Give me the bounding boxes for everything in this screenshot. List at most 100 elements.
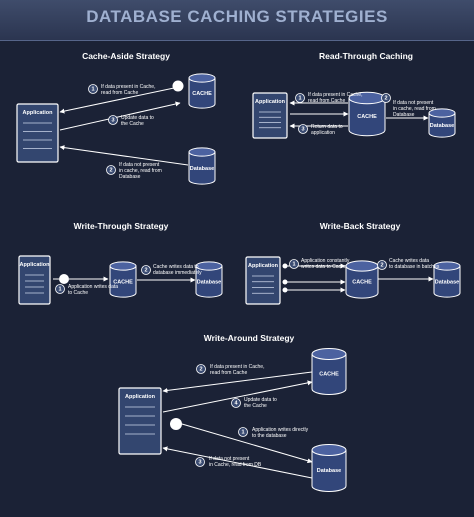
cache-aside-arrow-read-cache <box>59 87 175 114</box>
cache-aside-step-1-text: read from Cache <box>101 90 138 96</box>
write-through-step-2-text: Cache writes data to <box>153 264 199 270</box>
step-badge-circle <box>377 260 387 270</box>
read-through-step-3-text: application <box>311 130 335 136</box>
step-badge-circle <box>106 165 116 175</box>
cylinder-top <box>311 348 347 360</box>
cylinder-top <box>195 261 223 271</box>
cylinder-label: CACHE <box>192 91 212 97</box>
cache-aside-step-2-text: in cache, read from <box>119 168 162 174</box>
write-back-step-2: 2 <box>377 260 387 270</box>
write-around-step-4-text: the Cache <box>244 403 267 409</box>
step-badge-circle <box>295 93 305 103</box>
step-badge-number: 4 <box>234 400 238 406</box>
read-through-step-3: 3 <box>298 124 308 134</box>
application-box <box>252 92 288 139</box>
read-through-step-1-text: read from Cache <box>308 98 345 104</box>
write-around-step-2-text: read from Cache <box>210 370 247 376</box>
write-around-arrow-update <box>162 380 313 413</box>
write-around-step-4-text: Update data to <box>244 397 277 403</box>
write-back-step-2-text: to database in batches <box>389 264 440 270</box>
cylinder-top <box>311 444 347 456</box>
write-around-step-2-text: If data present in Cache, <box>210 364 264 370</box>
step-badge-number: 3 <box>198 459 201 465</box>
cylinder-body <box>188 151 216 185</box>
read-through-step-2-text: in cache, read from <box>393 106 436 112</box>
write-around-application: Application <box>118 387 162 455</box>
write-around-arrow-read-db <box>162 446 313 479</box>
cache-aside-cache: CACHE <box>188 73 216 109</box>
cylinder-top <box>433 261 461 271</box>
write-around-step-4: 4 <box>231 398 241 408</box>
cylinder-body <box>311 449 347 492</box>
banner: DATABASE CACHING STRATEGIES <box>0 0 474 41</box>
write-around-arrow-write-db <box>181 423 313 464</box>
application-box <box>18 255 51 305</box>
read-through-cache: CACHE <box>348 91 386 137</box>
write-around-step-3-text: in Cache, read from DB <box>209 462 262 468</box>
write-back-step-1-text: Application constantly <box>301 258 350 264</box>
read-through-application: Application <box>252 92 288 139</box>
application-box <box>118 387 162 455</box>
step-badge-number: 2 <box>199 366 202 372</box>
cylinder-label: CACHE <box>319 372 339 378</box>
cylinder-body <box>311 353 347 395</box>
write-around-step-2: 2 <box>196 364 206 374</box>
cylinder-body <box>345 265 379 299</box>
write-around-cache: CACHE <box>311 348 347 395</box>
cylinder-top <box>188 147 216 157</box>
read-through-step-2-text: Database <box>393 112 415 118</box>
step-badge-number: 3 <box>111 117 114 123</box>
cylinder-body <box>433 265 461 298</box>
step-badge-circle <box>231 398 241 408</box>
application-box <box>245 256 281 305</box>
step-badge-number: 2 <box>384 95 387 101</box>
cylinder-body <box>109 265 137 298</box>
write-through-step-2: 2 <box>141 265 151 275</box>
cylinder-label: Database <box>435 280 459 286</box>
cache-aside-connector <box>172 80 184 92</box>
write-around-arrow-read-cache <box>162 371 313 393</box>
write-around-step-1: 1 <box>238 427 248 437</box>
write-through-title: Write-Through Strategy <box>74 221 169 231</box>
write-around-connector <box>170 418 182 430</box>
step-badge-circle <box>196 364 206 374</box>
step-badge-circle <box>88 84 98 94</box>
read-through-step-2: 2 <box>381 93 391 103</box>
step-badge-circle <box>289 259 299 269</box>
write-back-connector-1 <box>282 263 288 269</box>
step-badge-number: 1 <box>241 429 244 435</box>
cache-aside-arrow-read-db <box>59 145 189 166</box>
step-badge-number: 1 <box>58 286 61 292</box>
write-around-step-3: 3 <box>195 457 205 467</box>
cylinder-body <box>188 77 216 109</box>
step-badge-number: 2 <box>109 167 112 173</box>
application-label: Application <box>125 394 156 400</box>
cylinder-top <box>109 261 137 271</box>
application-label: Application <box>20 262 51 268</box>
step-badge-circle <box>238 427 248 437</box>
step-badge-number: 1 <box>91 86 94 92</box>
step-badge-circle <box>108 115 118 125</box>
cache-aside-arrow-update <box>59 101 181 131</box>
application-box <box>16 103 59 163</box>
cache-aside-step-3-text: the Cache <box>121 121 144 127</box>
write-through-step-1-text: Application writes data <box>68 284 118 290</box>
cache-aside-database: Database <box>188 147 216 185</box>
step-badge-circle <box>298 124 308 134</box>
cache-aside-step-2: 2 <box>106 165 116 175</box>
step-badge-circle <box>195 457 205 467</box>
write-back-step-1: 1 <box>289 259 299 269</box>
cylinder-top <box>428 108 456 118</box>
cylinder-label: Database <box>190 166 214 172</box>
application-label: Application <box>23 110 54 116</box>
write-back-connector-2 <box>282 279 288 285</box>
cache-aside-step-1: 1 <box>88 84 98 94</box>
write-around-step-3-text: If data not present <box>209 456 250 462</box>
write-back-database: Database <box>433 261 461 298</box>
step-badge-circle <box>381 93 391 103</box>
cylinder-body <box>195 265 223 298</box>
step-badge-number: 3 <box>301 126 304 132</box>
application-label: Application <box>248 263 279 269</box>
cylinder-label: CACHE <box>357 114 377 120</box>
